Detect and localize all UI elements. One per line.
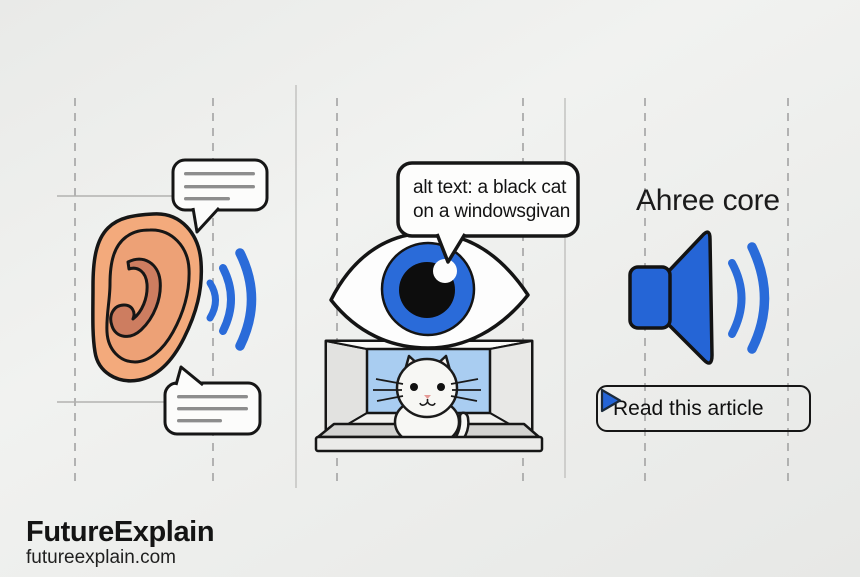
- alt-text-content: alt text: a black cat on a windowsgivan: [398, 163, 578, 236]
- read-article-label: Read this article: [613, 396, 764, 420]
- placeholder-text-lines: [177, 395, 248, 423]
- read-article-button[interactable]: Read this article: [596, 385, 811, 432]
- placeholder-text-lines: [184, 172, 255, 201]
- brand-website: futureexplain.com: [26, 547, 176, 568]
- audio-panel-heading: Ahree core: [636, 184, 780, 217]
- cat-icon: [373, 354, 481, 448]
- speech-bubble-icon: [171, 158, 269, 234]
- eye-icon: [329, 231, 530, 350]
- sound-waves-icon: [728, 242, 770, 354]
- windowsill-front: [314, 435, 544, 453]
- alt-text-line1: alt text: a black cat: [413, 176, 567, 198]
- eye-highlight: [433, 259, 457, 283]
- sound-waves-icon: [206, 248, 257, 351]
- cat-whiskers: [373, 378, 481, 402]
- alt-text-line2: on a windowsgivan: [413, 200, 571, 222]
- alt-text-bubble: [396, 161, 580, 264]
- brand-logo: FutureExplain: [26, 516, 215, 548]
- speaker-icon: [628, 230, 714, 365]
- play-icon: [600, 388, 622, 413]
- speech-bubble-icon: [163, 365, 262, 436]
- ear-icon: [91, 212, 204, 383]
